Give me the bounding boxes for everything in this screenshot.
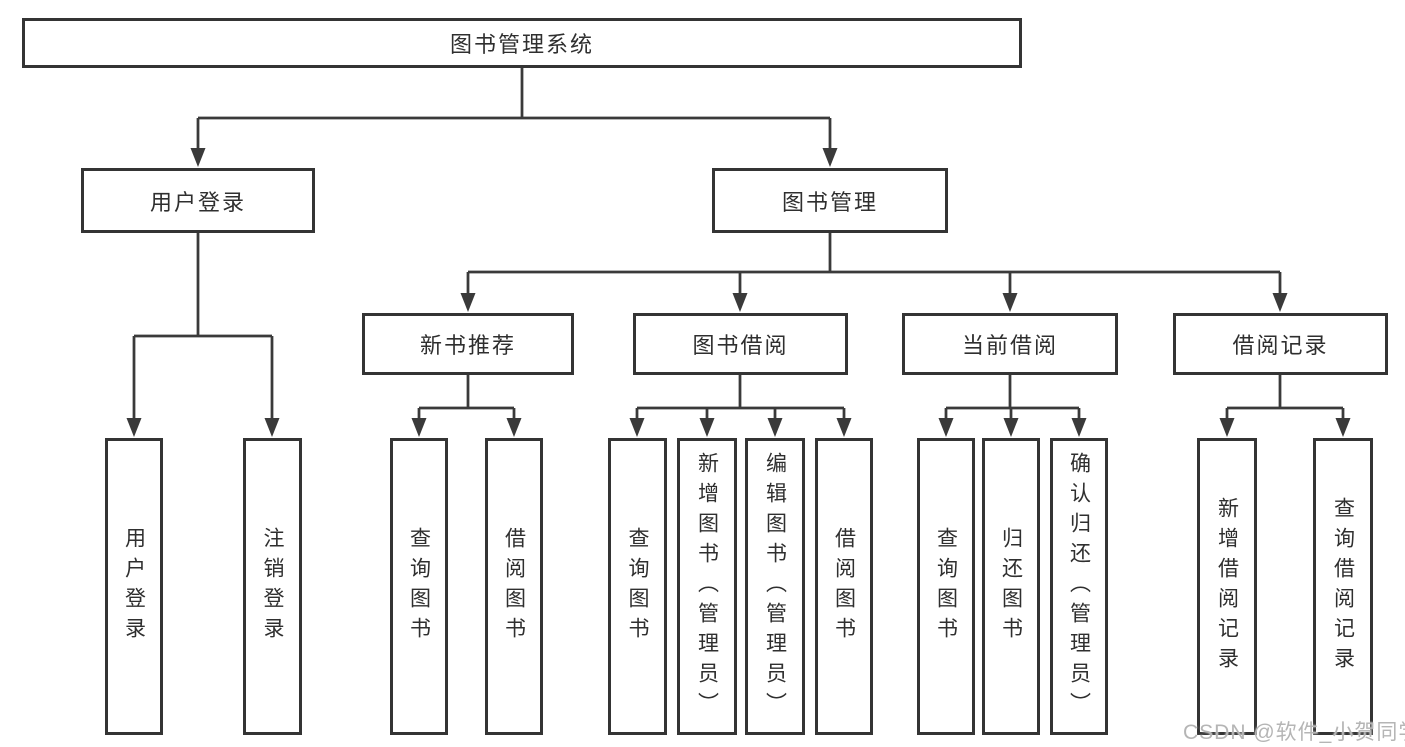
arrow-icon [1335,418,1351,437]
arrow-icon [699,418,715,437]
connector-root-to-level2 [196,68,832,150]
node-root: 图书管理系统 [22,18,1022,68]
arrow-icon [629,418,645,437]
arrow-icon [411,418,427,437]
arrow-icon [460,293,476,312]
leaf-add-books-admin: 新增图书（管理员） [677,438,737,735]
arrow-icon [1272,293,1288,312]
connector-records-to-leaves [1225,375,1345,420]
arrow-icon [126,418,142,437]
arrow-icon [938,418,954,437]
leaf-query-books-borrow: 查询图书 [608,438,667,735]
leaf-logout: 注销登录 [243,438,302,735]
leaf-query-books-current: 查询图书 [917,438,975,735]
arrow-icon [506,418,522,437]
node-new-book-recommend: 新书推荐 [362,313,574,375]
leaf-query-books-recommend: 查询图书 [390,438,448,735]
connector-current-to-leaves [944,375,1081,420]
node-book-management: 图书管理 [712,168,948,233]
arrow-icon [767,418,783,437]
leaf-return-books: 归还图书 [982,438,1040,735]
leaf-add-borrow-record: 新增借阅记录 [1197,438,1257,735]
arrow-icon [732,293,748,312]
node-book-borrow: 图书借阅 [633,313,848,375]
connector-borrow-to-leaves [635,375,846,420]
arrow-icon [264,418,280,437]
node-current-borrow: 当前借阅 [902,313,1118,375]
leaf-user-login: 用户登录 [105,438,163,735]
node-user-login-group: 用户登录 [81,168,315,233]
arrow-icon [1003,418,1019,437]
leaf-confirm-return-admin: 确认归还（管理员） [1050,438,1108,735]
arrowheads [126,148,1351,437]
arrow-icon [836,418,852,437]
leaf-borrow-books-recommend: 借阅图书 [485,438,543,735]
arrow-icon [1071,418,1087,437]
arrow-icon [1002,293,1018,312]
leaf-borrow-books: 借阅图书 [815,438,873,735]
connector-newbooks-to-leaves [417,375,516,420]
watermark-text: CSDN @软件_小贺同学 [1183,721,1405,744]
connector-userlogin-to-leaves [132,233,274,420]
leaf-query-borrow-record: 查询借阅记录 [1313,438,1373,735]
arrow-icon [822,148,838,167]
leaf-edit-books-admin: 编辑图书（管理员） [745,438,805,735]
arrow-icon [190,148,206,167]
connector-bookmgmt-to-level3 [466,233,1282,295]
node-borrow-records: 借阅记录 [1173,313,1388,375]
arrow-icon [1219,418,1235,437]
